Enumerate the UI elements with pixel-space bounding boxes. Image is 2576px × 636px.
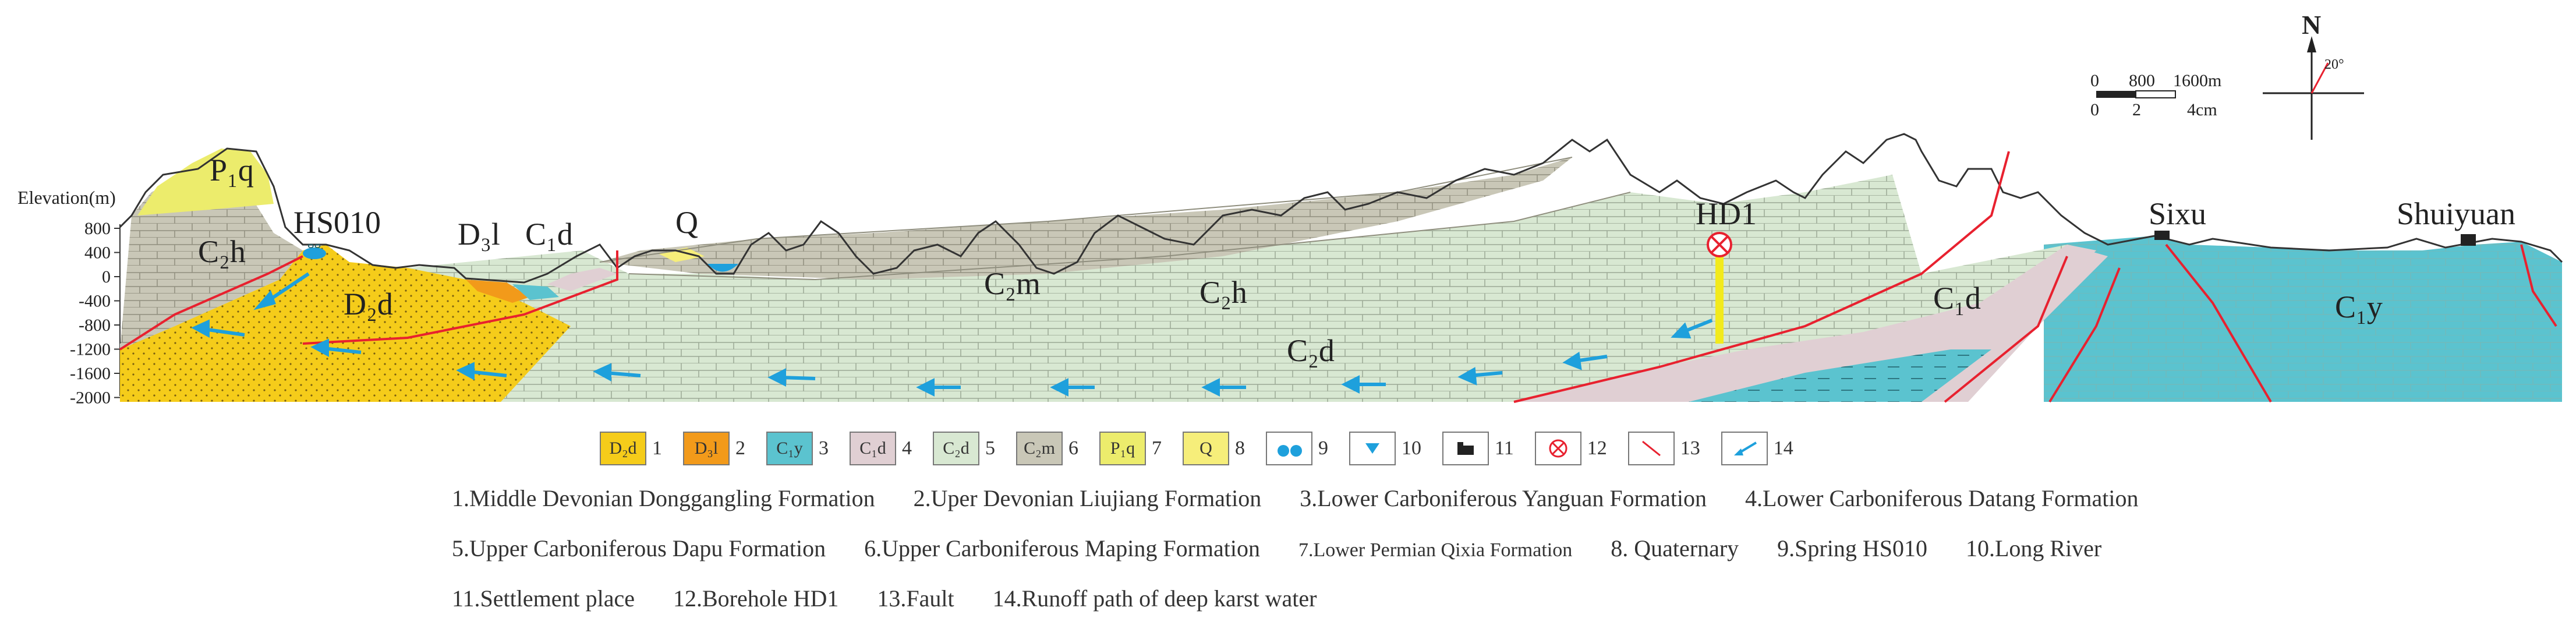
axis-tick-label: -800 — [79, 316, 111, 335]
axis-tick-label: 0 — [102, 267, 111, 287]
legend-swatch-q: Q — [1183, 432, 1229, 465]
svg-text:800: 800 — [2129, 71, 2155, 90]
label-hs010: HS010 — [293, 205, 381, 240]
unit-c1d-left — [547, 268, 617, 291]
legend-item-5: C₂d 5 — [933, 432, 995, 465]
svg-text:0: 0 — [2090, 100, 2099, 119]
axis-tick-label: 800 — [84, 219, 111, 238]
label-p1q: P₁q — [210, 153, 254, 188]
label-c1y: C₁y — [2335, 289, 2383, 324]
label-c2m: C₂m — [984, 266, 1041, 301]
svg-text:1600m: 1600m — [2173, 71, 2221, 90]
geological-cross-section: 800 400 0 -400 -800 -1200 -1600 -2000 — [17, 10, 2563, 408]
label-sixu: Sixu — [2149, 196, 2206, 231]
legend-swatch-p1q: P₁q — [1099, 432, 1146, 465]
unit-c1y-small — [512, 284, 559, 300]
settlement-sixu — [2154, 231, 2170, 240]
runoff-arrow-icon — [1721, 432, 1768, 465]
legend-item-14: 14 — [1721, 432, 1793, 465]
svg-text:ⴰⴰ: ⴰⴰ — [307, 239, 321, 250]
river-icon — [1349, 432, 1396, 465]
fault-icon — [1627, 432, 1675, 465]
legend-item-12: 12 — [1534, 432, 1607, 465]
svg-text:N: N — [2302, 10, 2321, 40]
unit-d3l — [466, 280, 530, 303]
svg-text:2: 2 — [2132, 100, 2141, 119]
unit-p1q — [137, 149, 274, 215]
label-d3l: D₃l — [458, 217, 500, 252]
north-arrow-icon: N 20° — [2263, 10, 2364, 140]
label-c2h-mid: C₂h — [1199, 275, 1247, 310]
svg-text:4cm: 4cm — [2187, 100, 2217, 119]
axis-tick-label: -400 — [79, 292, 111, 311]
legend-swatch-c2d: C₂d — [933, 432, 979, 465]
legend-desc-row-3: 11.Settlement place 12.Borehole HD1 13.F… — [452, 585, 1317, 612]
legend-swatch-d2d: D₂d — [600, 432, 646, 465]
legend-item-8: Q 8 — [1183, 432, 1245, 465]
legend-item-4: C₁d 4 — [850, 432, 912, 465]
legend-item-2: D₃l 2 — [683, 432, 745, 465]
legend-item-3: C₁y 3 — [766, 432, 829, 465]
settlement-icon — [1442, 432, 1489, 465]
legend-item-6: C₂m 6 — [1016, 432, 1078, 465]
axis-title: Elevation(m) — [17, 187, 116, 208]
svg-text:20°: 20° — [2324, 57, 2344, 72]
faults — [119, 151, 2557, 403]
legend-desc-row-1: 1.Middle Devonian Donggangling Formation… — [452, 485, 2139, 511]
label-d2d: D₂d — [344, 287, 393, 321]
legend-swatch-d3l: D₃l — [683, 432, 730, 465]
scale-bar: 0 800 1600m 0 2 4cm — [2090, 71, 2221, 119]
unit-c1d-band — [1805, 245, 2096, 361]
axis-tick-label: -2000 — [70, 388, 111, 408]
long-river — [707, 264, 738, 272]
borehole-hd1 — [1707, 232, 1732, 344]
legend-swatch-c1d: C₁d — [850, 432, 896, 465]
legend-symbols: D₂d 1 D₃l 2 C₁y 3 C₁d 4 C₂d 5 C₂m 6 P₁q … — [600, 428, 1814, 469]
svg-text:0: 0 — [2090, 71, 2099, 90]
axis-tick-label: -1600 — [70, 364, 111, 383]
label-shuiyuan: Shuiyuan — [2397, 196, 2515, 231]
legend-desc-row-2: 5.Upper Carboniferous Dapu Formation 6.U… — [452, 535, 2102, 561]
label-hd1: HD1 — [1696, 196, 1757, 231]
label-c2d: C₂d — [1287, 333, 1335, 368]
legend-item-10: 10 — [1349, 432, 1421, 465]
label-c1d-right: C₁d — [1933, 281, 1981, 316]
spring-icon — [1266, 432, 1312, 465]
legend-swatch-c1y: C₁y — [766, 432, 813, 465]
elevation-axis: 800 400 0 -400 -800 -1200 -1600 -2000 — [70, 219, 121, 408]
label-q: Q — [675, 205, 698, 240]
runoff-path-arrows — [191, 272, 1713, 397]
settlement-shuiyuan — [2461, 234, 2476, 246]
borehole-icon — [1534, 432, 1581, 465]
label-c2h-left: C₂h — [198, 234, 246, 269]
label-c1d-left: C₁d — [525, 217, 573, 252]
legend-item-13: 13 — [1627, 432, 1700, 465]
legend-item-9: 9 — [1266, 432, 1328, 465]
legend-swatch-c2m: C₂m — [1016, 432, 1063, 465]
legend-item-7: P₁q 7 — [1099, 432, 1162, 465]
legend-item-11: 11 — [1442, 432, 1514, 465]
legend-item-1: D₂d 1 — [600, 432, 662, 465]
axis-tick-label: 400 — [84, 243, 111, 263]
axis-tick-label: -1200 — [70, 340, 111, 359]
spring-hs010: ⴰⴰ — [303, 239, 326, 259]
